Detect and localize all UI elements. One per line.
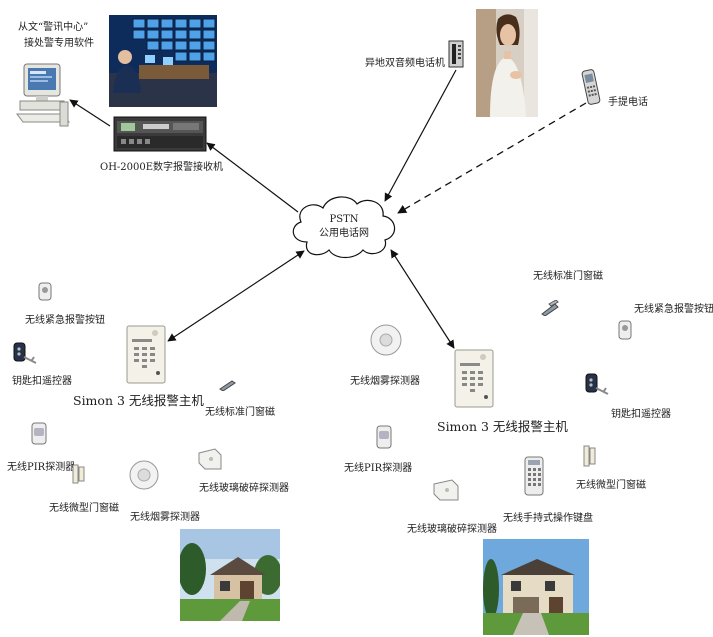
keyfob-icon (12, 341, 38, 367)
mobile-phone-icon (581, 68, 601, 106)
line-receiver-to-computer (69, 99, 111, 127)
right-door-sensor-label: 无线标准门窗磁 (533, 271, 603, 282)
right-emergency-button-icon (618, 320, 632, 340)
left-door-sensor-label: 无线标准门窗磁 (205, 407, 275, 418)
left-mini-door-sensor-label: 无线微型门窗磁 (49, 503, 119, 514)
right-pir-icon (376, 425, 392, 449)
right-house-photo (483, 539, 589, 635)
left-emergency-button-label: 无线紧急报警按钮 (25, 315, 105, 326)
line-phone-to-pstn (384, 69, 457, 202)
control-room-photo (109, 15, 217, 107)
right-smoke-detector-icon (369, 323, 403, 357)
right-keypad-label: 无线手持式操作键盘 (503, 513, 593, 524)
right-emergency-button-label: 无线紧急报警按钮 (634, 304, 713, 315)
right-mini-door-sensor-icon (583, 445, 597, 467)
left-keyfob-label: 钥匙扣遥控器 (12, 376, 72, 387)
handheld-keypad-icon (524, 456, 544, 496)
receiver-label: OH-2000E数字报警接收机 (100, 162, 224, 173)
mini-door-sensor-icon (72, 464, 86, 484)
right-mini-door-sensor-label: 无线微型门窗磁 (576, 480, 646, 491)
left-smoke-label: 无线烟雾探测器 (130, 512, 200, 523)
line-pstn-to-left-host (167, 250, 305, 342)
pir-icon (31, 422, 47, 445)
right-pir-label: 无线PIR探测器 (344, 463, 413, 474)
mobile-phone-label: 手提电话 (608, 97, 648, 108)
left-host-label: Simon 3 无线报警主机 (73, 393, 204, 408)
desk-phone-icon (448, 40, 464, 68)
right-smoke-label: 无线烟雾探测器 (350, 376, 420, 387)
right-glass-break-icon (432, 478, 460, 502)
right-door-sensor-icon (540, 299, 560, 317)
line-pstn-to-right-host (390, 249, 455, 349)
door-sensor-icon (218, 376, 236, 392)
smoke-detector-icon (128, 459, 160, 491)
pstn-label-line2: 公用电话网 (319, 228, 369, 239)
receiver-device-icon (113, 115, 207, 155)
software-label-line2: 接处警专用软件 (24, 38, 94, 49)
alarm-host-icon (126, 325, 166, 384)
left-glass-break-label: 无线玻璃破碎探测器 (199, 483, 289, 494)
right-alarm-host-icon (454, 349, 494, 408)
pstn-cloud (285, 190, 403, 260)
left-pir-label: 无线PIR探测器 (7, 462, 76, 473)
left-house-photo (180, 529, 280, 621)
right-glass-break-label: 无线玻璃破碎探测器 (407, 524, 497, 535)
right-keyfob-label: 钥匙扣遥控器 (611, 409, 671, 420)
line-pstn-to-receiver (206, 142, 299, 213)
right-keyfob-icon (584, 372, 610, 398)
remote-phone-label: 异地双音频电话机 (365, 58, 445, 69)
right-host-label: Simon 3 无线报警主机 (437, 419, 568, 434)
woman-phone-photo (476, 9, 538, 117)
line-mobile-to-pstn (397, 102, 587, 214)
pstn-label-line1: PSTN (329, 214, 359, 225)
software-label-line1: 从文“警讯中心” (18, 22, 89, 33)
computer-icon (14, 62, 70, 128)
glass-break-icon (197, 447, 223, 471)
emergency-button-icon (38, 282, 52, 301)
